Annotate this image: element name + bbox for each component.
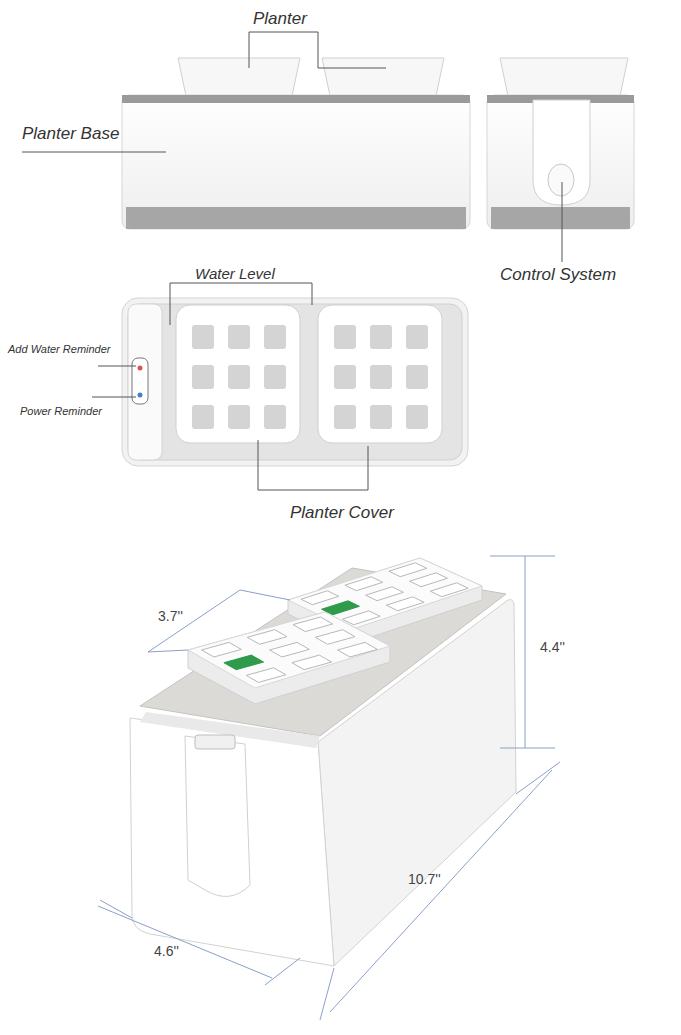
- part-label: Planter Base: [22, 124, 119, 144]
- cover-hole: [366, 587, 404, 601]
- cover-hole: [406, 325, 428, 349]
- iso-view: [130, 558, 516, 966]
- part-label: Control System: [500, 265, 616, 285]
- cover-hole: [322, 601, 360, 615]
- cover-hole: [292, 655, 332, 670]
- cover-hole: [224, 655, 264, 670]
- cover-hole: [370, 365, 392, 389]
- cover-hole: [192, 325, 214, 349]
- cover-hole: [406, 365, 428, 389]
- part-label: Planter Cover: [290, 503, 394, 523]
- part-label: Power Reminder: [20, 405, 102, 417]
- dimension-label: 10.7'': [408, 871, 441, 887]
- cover-hole: [345, 577, 383, 591]
- cover-hole: [246, 668, 286, 683]
- dimension-label: 3.7'': [158, 608, 183, 624]
- cover-hole: [293, 617, 333, 632]
- leader-lines: [22, 32, 562, 262]
- cover-hole: [338, 642, 378, 657]
- part-label: Planter: [253, 9, 307, 29]
- cover-hole: [334, 405, 356, 429]
- plan-view: [122, 298, 468, 466]
- dimension-label: 4.4'': [540, 639, 565, 655]
- cover-hole: [334, 365, 356, 389]
- side-view: [487, 58, 634, 229]
- cover-hole: [228, 325, 250, 349]
- cover-hole: [228, 405, 250, 429]
- cover-hole: [264, 325, 286, 349]
- dimension-lines: [98, 556, 560, 1020]
- cover-hole: [389, 563, 427, 577]
- cover-hole: [315, 630, 355, 645]
- cover-hole: [334, 325, 356, 349]
- cover-hole: [202, 642, 242, 657]
- cover-hole: [370, 405, 392, 429]
- cover-hole: [342, 611, 380, 625]
- dimension-label: 4.6'': [154, 943, 179, 959]
- cover-hole: [430, 583, 468, 597]
- part-label: Water Level: [195, 265, 275, 282]
- front-view: [122, 58, 470, 229]
- cover-hole: [301, 591, 339, 605]
- cover-hole: [192, 365, 214, 389]
- cover-hole: [406, 405, 428, 429]
- cover-hole: [410, 573, 448, 587]
- cover-hole: [386, 597, 424, 611]
- leader-lines: [92, 283, 368, 490]
- cover-hole: [247, 630, 287, 645]
- cover-hole: [228, 365, 250, 389]
- cover-hole: [264, 405, 286, 429]
- cover-hole: [370, 325, 392, 349]
- cover-hole: [192, 405, 214, 429]
- cover-hole: [264, 365, 286, 389]
- cover-hole: [270, 642, 310, 657]
- part-label: Add Water Reminder: [8, 343, 111, 355]
